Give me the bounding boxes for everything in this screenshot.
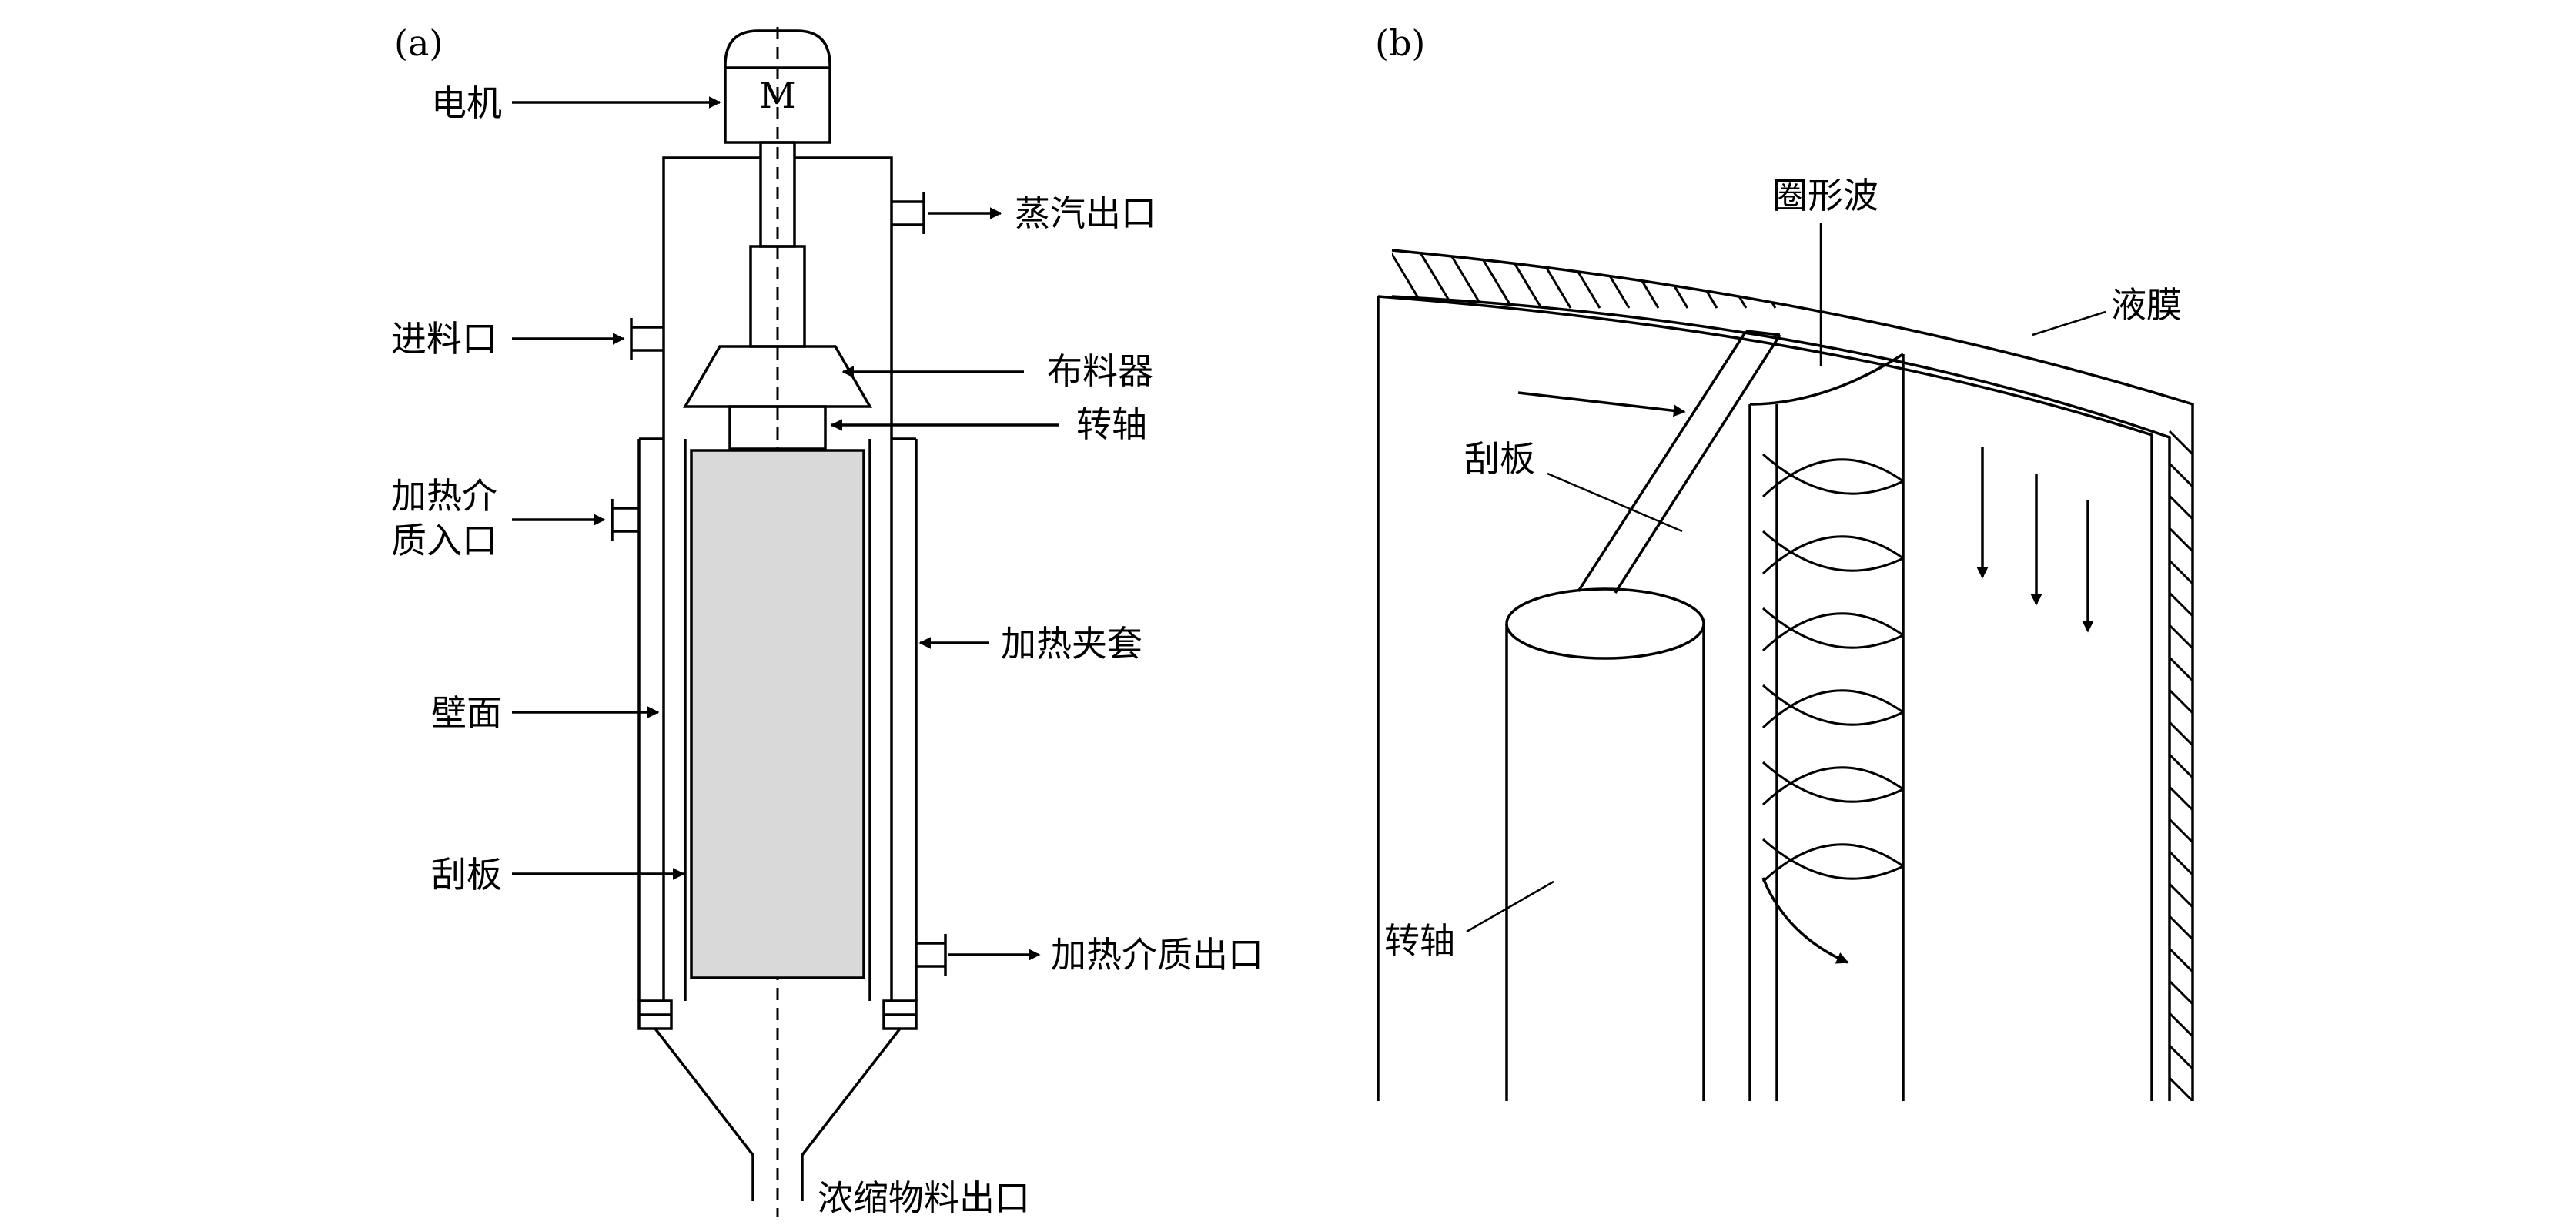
hatch-line: [1991, 250, 2040, 309]
hatch-line: [2049, 250, 2099, 309]
label-shaft: 转轴: [1076, 403, 1147, 445]
rotor-scraper-body: [690, 449, 865, 979]
hatch-line: [1435, 250, 1484, 309]
hatch-line: [2168, 1012, 2193, 1038]
leader-shaft: [1466, 880, 1554, 933]
motor-symbol: M: [759, 75, 795, 116]
hatch-line: [1611, 250, 1660, 309]
hatch-line: [2168, 462, 2193, 488]
feed-inlet-nozzle: [630, 318, 664, 360]
panel-b-tag: (b): [1375, 22, 1425, 64]
label-circular-wave: 圈形波: [1772, 175, 1878, 216]
hatch-line: [2020, 250, 2069, 309]
wave-loop: [1761, 607, 1904, 652]
arrow-rotation: [1517, 391, 1686, 417]
label-heating-outlet: 加热介质出口: [1051, 934, 1263, 976]
label-heating-inlet-line2: 质入口: [391, 520, 497, 561]
hatch-line: [2168, 430, 2193, 456]
label-motor: 电机: [431, 82, 502, 124]
hatch-line: [1640, 250, 1689, 309]
label-concentrate-outlet: 浓缩物料出口: [818, 1177, 1030, 1219]
hatch-line: [2168, 915, 2193, 941]
label-scraper-a: 刮板: [431, 854, 502, 895]
wave-loop: [1761, 453, 1904, 498]
hatch-line: [1392, 250, 1426, 309]
liquid-film-line: [1377, 295, 2153, 1101]
hatch-line: [2168, 624, 2193, 650]
hatch-line: [2168, 979, 2193, 1006]
hatch-line: [2168, 721, 2193, 747]
label-wall: 壁面: [431, 692, 502, 734]
wave-loop: [1761, 761, 1904, 806]
label-feed-inlet: 进料口: [391, 318, 497, 360]
hatch-line: [2168, 688, 2193, 715]
hatch-line: [1815, 250, 1865, 309]
steam-outlet-nozzle: [892, 192, 925, 234]
label-steam-outlet: 蒸汽出口: [1015, 192, 1156, 234]
hatch-line: [1757, 250, 1806, 309]
hatch-line: [2168, 527, 2193, 553]
hatch-line: [1786, 250, 1835, 309]
hatch-line: [1464, 250, 1514, 309]
hatch-line: [1669, 250, 1718, 309]
label-heating-inlet-line1: 加热介: [391, 475, 497, 517]
wave-loop: [1761, 838, 1904, 883]
panel-a-tag: (a): [394, 22, 443, 64]
hatch-line: [2168, 1076, 2193, 1101]
hatch-line: [2168, 656, 2193, 682]
motor: M: [724, 29, 831, 144]
hatch-line: [2168, 494, 2193, 520]
circular-wave: [1748, 223, 1905, 1101]
hatch-line: [2168, 882, 2193, 909]
heating-inlet-nozzle: [611, 499, 639, 541]
hatch-line: [2168, 753, 2193, 779]
hatch-line: [1845, 250, 1894, 309]
leader-scraper: [1547, 472, 1683, 533]
hatch-line: [2168, 818, 2193, 844]
label-distributor: 布料器: [1047, 350, 1153, 392]
hatch-line: [1523, 250, 1572, 309]
heating-outlet-nozzle: [916, 934, 947, 976]
hatch-line: [1903, 250, 1952, 309]
hatch-line: [1962, 250, 2011, 309]
hatch-line: [1581, 250, 1631, 309]
wave-loop: [1761, 684, 1904, 729]
label-liquid-film: 液膜: [2111, 284, 2182, 326]
vessel-body: [637, 156, 918, 1201]
shaft-collar: [728, 405, 827, 450]
distributor: [682, 345, 873, 408]
hatch-line: [2168, 850, 2193, 876]
hatch-line: [1932, 250, 1982, 309]
label-scraper-b: 刮板: [1464, 438, 1535, 480]
hatch-line: [2168, 559, 2193, 585]
hatch-line: [1406, 250, 1455, 309]
hatch-line: [2168, 1044, 2193, 1070]
wave-loop: [1761, 530, 1904, 575]
hatch-line: [2168, 947, 2193, 973]
label-shaft-b: 转轴: [1384, 920, 1455, 962]
panel-b: (b): [1375, 22, 2273, 1101]
hatch-line: [1494, 250, 1543, 309]
scraper-blade: [1577, 330, 1781, 594]
panel-a: (a) M: [391, 22, 1263, 1219]
label-heating-jacket: 加热夹套: [1001, 623, 1142, 664]
hatch-line: [2197, 231, 2243, 308]
hatch-line: [2168, 785, 2193, 812]
shaft-cylinder: [1505, 587, 1705, 1101]
hatch-line: [2168, 591, 2193, 618]
leader-film: [2032, 310, 2106, 336]
hatch-line: [2226, 231, 2273, 308]
hatched-wall: [1391, 231, 2273, 1101]
hatch-line: [1874, 250, 1923, 309]
